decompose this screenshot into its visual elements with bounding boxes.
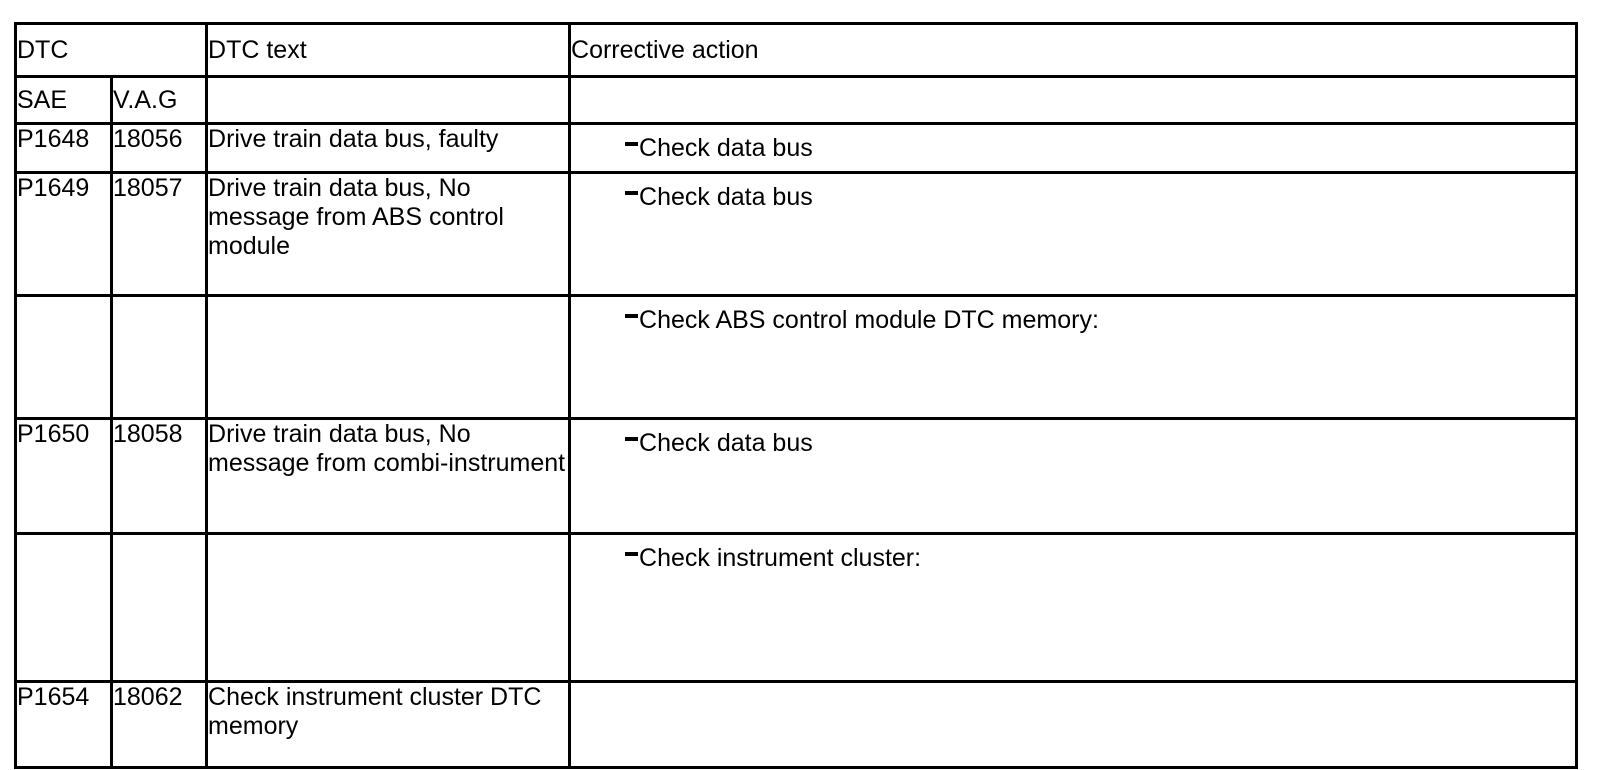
cell-dtc-text: Drive train data bus, No message from co… (205, 417, 572, 535)
cell-sae: P1649 (14, 171, 113, 297)
action-text: Check data bus (639, 183, 813, 211)
action-text: Check instrument cluster: (639, 544, 922, 572)
column-header-corrective-action: Corrective action (568, 22, 1579, 78)
action-item: Check data bus (571, 125, 1575, 163)
cell-corrective-action: Check data bus (568, 122, 1579, 174)
column-header-sae: SAE (14, 75, 113, 125)
action-text: Check data bus (639, 134, 813, 162)
table-row: P1649 18057 Drive train data bus, No mes… (14, 171, 1579, 297)
cell-sae (14, 294, 113, 420)
table-row: Check ABS control module DTC memory: (14, 294, 1579, 420)
cell-dtc-text (205, 294, 572, 420)
column-header-vag: V.A.G (109, 75, 209, 125)
cell-corrective-action: Check ABS control module DTC memory: (568, 294, 1579, 420)
table-header-row-primary: DTC DTC text Corrective action (13, 22, 1579, 78)
action-text: Check ABS control module DTC memory: (639, 306, 1099, 334)
dtc-table: DTC DTC text Corrective action SAE V.A.G… (13, 22, 1579, 769)
cell-corrective-action: Check instrument cluster: (568, 532, 1579, 683)
action-text: Check data bus (639, 429, 813, 457)
table-row: P1654 18062 Check instrument cluster DTC… (14, 680, 1579, 769)
cell-sae: P1650 (14, 417, 113, 535)
action-item: Check ABS control module DTC memory: (571, 297, 1575, 335)
cell-corrective-action: Check data bus (568, 171, 1579, 297)
table-row: P1648 18056 Drive train data bus, faulty… (14, 122, 1579, 174)
action-item: Check instrument cluster: (571, 535, 1575, 573)
cell-corrective-action (568, 680, 1579, 769)
table-header-row-secondary: SAE V.A.G (14, 75, 1579, 125)
action-item: Check data bus (571, 420, 1575, 458)
cell-dtc-text: Check instrument cluster DTC memory (205, 680, 572, 769)
cell-sae: P1654 (14, 680, 113, 769)
cell-vag: 18056 (109, 122, 209, 174)
table-row: Check instrument cluster: (14, 532, 1579, 683)
cell-vag (109, 532, 209, 683)
subheader-dtc-text-empty (205, 75, 572, 125)
cell-vag: 18062 (109, 680, 209, 769)
cell-vag: 18057 (109, 171, 209, 297)
cell-sae (14, 532, 113, 683)
action-item: Check data bus (571, 174, 1575, 212)
column-header-dtc-text: DTC text (205, 22, 572, 78)
cell-vag: 18058 (109, 417, 209, 535)
cell-dtc-text: Drive train data bus, faulty (205, 122, 572, 174)
table-row: P1650 18058 Drive train data bus, No mes… (14, 417, 1579, 535)
cell-dtc-text: Drive train data bus, No message from AB… (205, 171, 572, 297)
subheader-corrective-action-empty (568, 75, 1579, 125)
cell-corrective-action: Check data bus (568, 418, 1579, 535)
cell-sae: P1648 (14, 122, 113, 174)
cell-vag (109, 294, 209, 420)
cell-dtc-text (205, 532, 572, 683)
column-header-dtc: DTC (13, 22, 209, 78)
